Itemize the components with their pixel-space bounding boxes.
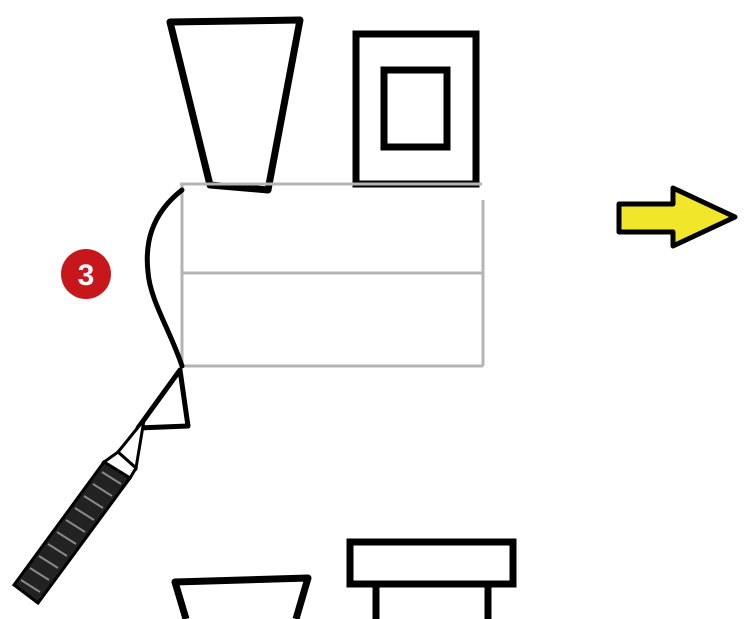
- pencil-icon: [14, 420, 144, 603]
- bottom-top-bar: [350, 542, 513, 584]
- top-outer-square: [356, 34, 476, 184]
- top-trapezoid-shape: [170, 20, 300, 190]
- step-badge-label: 3: [78, 259, 95, 292]
- guide-rectangle: [180, 184, 483, 366]
- top-inner-square: [384, 70, 447, 147]
- bottom-trapezoid-shape: [175, 578, 308, 619]
- curved-stroke: [147, 190, 182, 366]
- right-arrow-icon: [619, 188, 735, 246]
- step-badge: 3: [61, 249, 111, 299]
